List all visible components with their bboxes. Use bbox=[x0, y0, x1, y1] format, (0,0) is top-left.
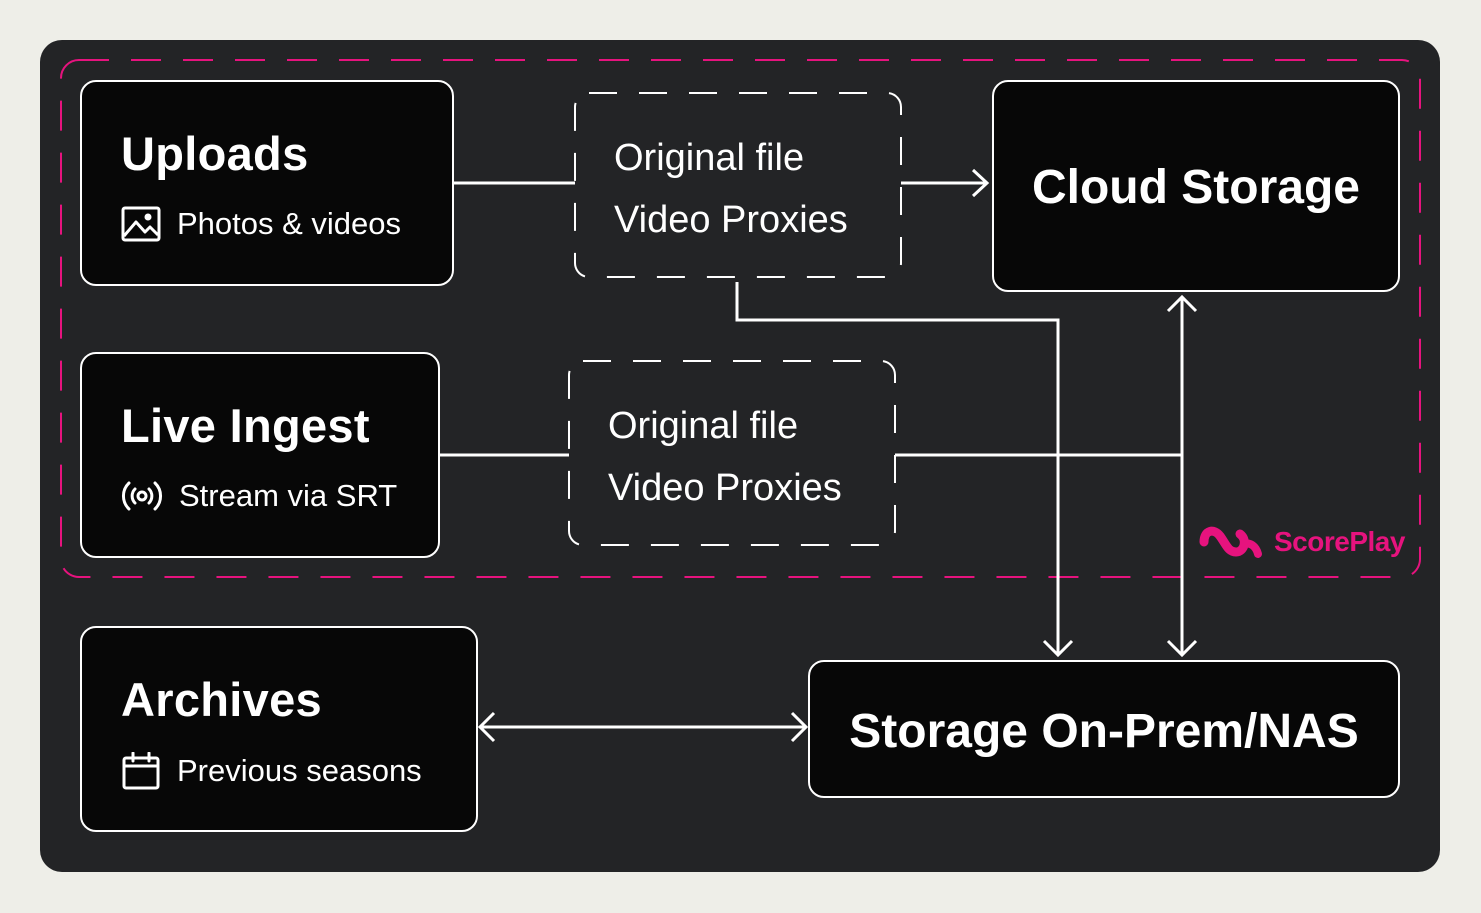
archives-node: Archives Previous seasons bbox=[80, 626, 478, 832]
cloud-arrowhead bbox=[971, 168, 990, 198]
files-top-proxies: Video Proxies bbox=[614, 199, 848, 241]
image-icon bbox=[121, 206, 161, 242]
scoreplay-logo-icon bbox=[1199, 526, 1262, 558]
files-bottom-original: Original file bbox=[608, 405, 799, 447]
archives-arrowhead bbox=[477, 711, 496, 743]
on-prem-storage-node: Storage On-Prem/NAS bbox=[808, 660, 1400, 798]
archives-title: Archives bbox=[121, 673, 322, 726]
uploads-node: Uploads Photos & videos bbox=[80, 80, 454, 286]
scoreplay-brand-name: ScorePlay bbox=[1274, 526, 1405, 557]
files-top-original: Original file bbox=[614, 137, 805, 179]
files-bottom-labels: Original file Video Proxies bbox=[608, 395, 842, 519]
archives-subtitle: Previous seasons bbox=[177, 753, 422, 788]
live-ingest-subtitle: Stream via SRT bbox=[179, 478, 398, 513]
uploads-title: Uploads bbox=[121, 127, 309, 180]
uploads-subtitle: Photos & videos bbox=[177, 206, 402, 241]
files-to-onprem-connector bbox=[735, 282, 1060, 655]
cloud-up-arrowhead bbox=[1166, 294, 1198, 313]
onprem-arrowhead-left bbox=[1042, 639, 1074, 658]
scoreplay-logo: ScorePlay bbox=[1198, 522, 1405, 562]
files-bottom-proxies: Video Proxies bbox=[608, 467, 842, 509]
broadcast-icon bbox=[122, 481, 162, 511]
onprem-side-arrowhead bbox=[790, 711, 809, 743]
cloud-storage-title: Cloud Storage bbox=[1031, 161, 1360, 214]
on-prem-storage-title: Storage On-Prem/NAS bbox=[849, 705, 1359, 758]
live-ingest-title: Live Ingest bbox=[121, 399, 370, 452]
calendar-icon bbox=[122, 752, 160, 790]
files-top-labels: Original file Video Proxies bbox=[614, 127, 848, 251]
archives-subtitle-row: Previous seasons bbox=[121, 752, 422, 790]
live-ingest-node: Live Ingest Stream via SRT bbox=[80, 352, 440, 558]
scoreplay-boundary bbox=[60, 59, 1421, 578]
live-ingest-subtitle-row: Stream via SRT bbox=[121, 478, 397, 514]
onprem-arrowhead-right bbox=[1166, 639, 1198, 658]
cloud-storage-node: Cloud Storage bbox=[992, 80, 1400, 292]
uploads-subtitle-row: Photos & videos bbox=[121, 206, 401, 242]
